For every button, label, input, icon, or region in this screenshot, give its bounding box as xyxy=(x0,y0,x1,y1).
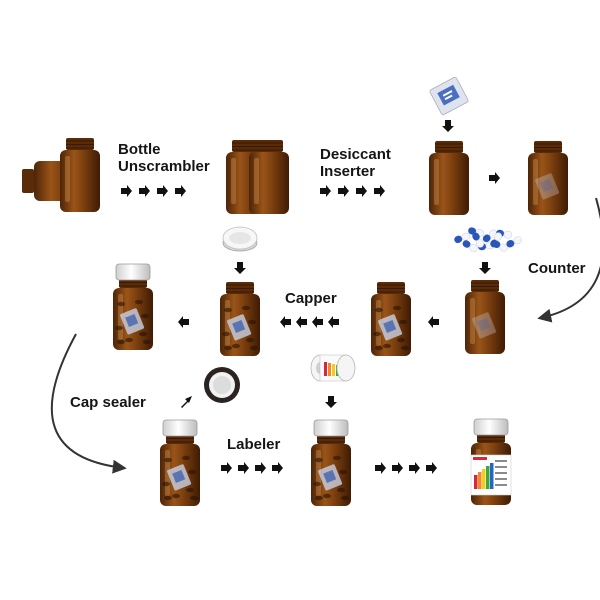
white-cap-icon xyxy=(222,226,258,252)
capsules-icon xyxy=(454,227,522,252)
flow-arrow xyxy=(312,316,323,328)
flow-arrow xyxy=(325,396,337,408)
label-labeler: Labeler xyxy=(227,436,281,453)
flow-arrow xyxy=(280,316,291,328)
flow-arrow xyxy=(375,462,386,474)
label-counter: Counter xyxy=(528,260,586,277)
flow-arrow xyxy=(234,262,246,274)
bottles-layer xyxy=(22,138,568,506)
amber-pill-bottle-icon xyxy=(249,140,289,214)
pills-inside-icon xyxy=(313,455,349,501)
flow-arrow xyxy=(320,185,331,197)
flow-arrow xyxy=(255,462,266,474)
desiccant-inside-icon xyxy=(120,308,145,335)
flow-arrow xyxy=(356,185,367,197)
pills-inside-icon xyxy=(222,305,258,351)
flow-arrow xyxy=(426,462,437,474)
amber-pill-bottle-icon xyxy=(528,141,568,215)
curve-arrow-right xyxy=(537,197,600,323)
bottle-cap-icon xyxy=(473,418,509,436)
amber-pill-bottle-icon xyxy=(429,141,469,215)
desiccant-pack-icon xyxy=(429,76,469,116)
flow-arrow xyxy=(175,185,186,197)
flow-arrow xyxy=(121,185,132,197)
label-capper: Capper xyxy=(285,290,337,307)
flow-arrow xyxy=(296,316,307,328)
flow-arrow xyxy=(328,316,339,328)
amber-pill-bottle-icon xyxy=(470,418,512,505)
pills-inside-icon xyxy=(373,305,409,351)
desiccant-inside-icon xyxy=(472,312,497,339)
label-bottle-unscrambler: Bottle Unscrambler xyxy=(118,141,210,175)
curve-arrow-left xyxy=(50,333,127,474)
flow-arrow xyxy=(181,396,192,408)
desiccant-inside-icon xyxy=(318,464,343,491)
desiccant-inside-icon xyxy=(535,173,560,200)
amber-pill-bottle-icon xyxy=(60,138,100,212)
flow-arrow xyxy=(409,462,420,474)
flow-arrow xyxy=(442,120,454,132)
flow-arrow xyxy=(338,185,349,197)
foil-seal-icon xyxy=(204,367,240,403)
amber-pill-bottle-icon xyxy=(160,419,200,506)
flow-arrow xyxy=(392,462,403,474)
flow-arrow xyxy=(139,185,150,197)
desiccant-inside-icon xyxy=(378,314,403,341)
label-cap-sealer: Cap sealer xyxy=(70,394,146,411)
flow-arrow xyxy=(428,316,439,328)
flow-arrow xyxy=(238,462,249,474)
pills-inside-icon xyxy=(162,455,198,501)
bottle-cap-icon xyxy=(115,263,151,281)
flow-arrow xyxy=(272,462,283,474)
bottle-cap-icon xyxy=(162,419,198,437)
inputs-layer xyxy=(204,76,522,403)
amber-pill-bottle-icon xyxy=(465,280,505,354)
flow-arrow xyxy=(374,185,385,197)
desiccant-inside-icon xyxy=(167,464,192,491)
flow-arrow xyxy=(178,316,189,328)
flow-arrow xyxy=(479,262,491,274)
pills-inside-icon xyxy=(115,299,151,345)
product-label-icon xyxy=(470,454,512,496)
flow-arrow xyxy=(489,172,500,184)
amber-pill-bottle-icon xyxy=(311,419,351,506)
amber-pill-bottle-icon xyxy=(220,282,260,356)
desiccant-inside-icon xyxy=(227,314,252,341)
label-roll-icon xyxy=(310,354,356,382)
label-desiccant-inserter: Desiccant Inserter xyxy=(320,146,391,180)
bottle-cap-icon xyxy=(313,419,349,437)
arrows-layer xyxy=(121,120,500,474)
amber-pill-bottle-icon xyxy=(371,282,411,356)
amber-pill-bottle-icon xyxy=(113,263,153,350)
flow-arrow xyxy=(221,462,232,474)
flow-arrow xyxy=(157,185,168,197)
